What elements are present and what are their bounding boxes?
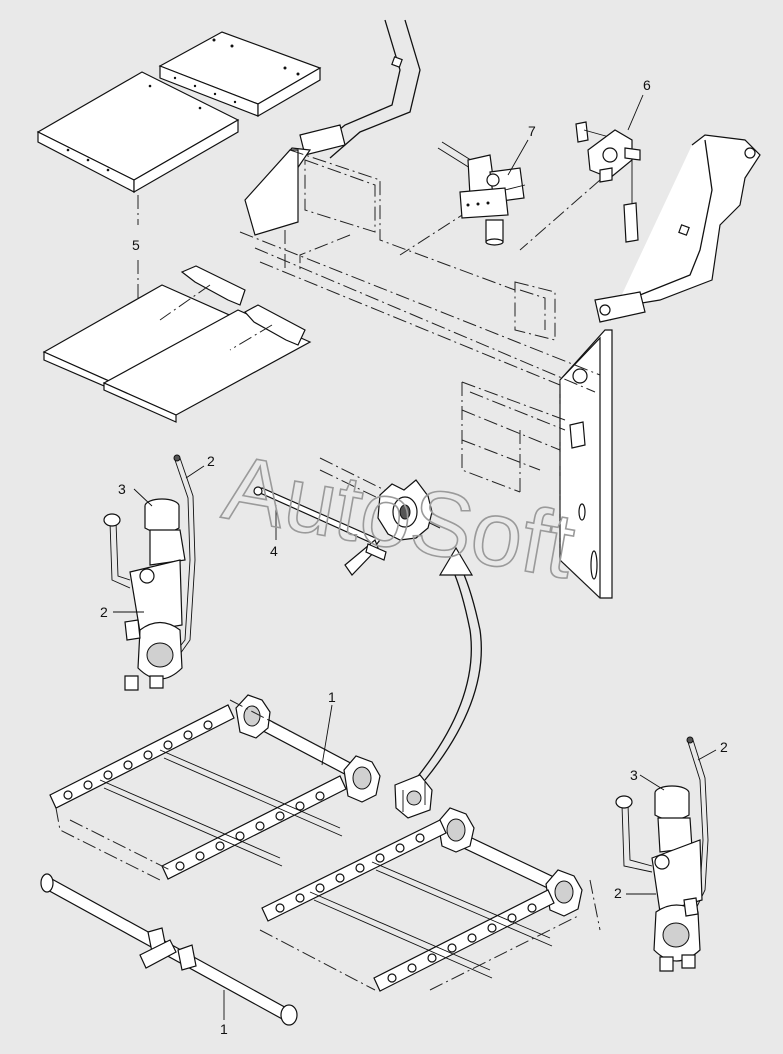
callout-2-right-top: 2: [720, 739, 728, 755]
hydraulic-motor-right: [615, 736, 709, 972]
callout-2-left-mid: 2: [100, 604, 108, 620]
callout-3-left: 3: [118, 481, 126, 497]
assembly-arrow: [414, 546, 482, 781]
callout-7: 7: [528, 123, 536, 139]
callout-1-top: 1: [328, 689, 336, 705]
chain-lower: [161, 775, 347, 880]
callout-4: 4: [270, 543, 278, 559]
loose-shaft: [40, 873, 298, 1026]
panel-holes: [173, 38, 300, 104]
chain-upper-right: [261, 819, 447, 922]
valve-assembly-7: [437, 141, 526, 246]
leader-lines: [113, 94, 717, 1020]
chain-upper: [49, 704, 235, 809]
chain-lower-right: [373, 889, 555, 992]
chain-assembly-left: [49, 694, 381, 881]
drive-shaft-4: [253, 457, 446, 576]
panel-set-5: [36, 31, 322, 423]
sensor-assembly-6: [575, 121, 641, 243]
callout-6: 6: [643, 77, 651, 93]
watermark-text: AutoSoft: [217, 436, 582, 598]
chain-assembly-right: [259, 807, 601, 992]
callout-3-right: 3: [630, 767, 638, 783]
callout-1-bottom: 1: [220, 1021, 228, 1037]
callout-2-right-mid: 2: [614, 885, 622, 901]
callout-2-left-top: 2: [207, 453, 215, 469]
hydraulic-motor-left: [103, 454, 196, 691]
callout-5: 5: [132, 237, 140, 253]
split-coupling: [394, 774, 433, 819]
callout-numbers: 5 6 7 3 2 2 4 1 1 3 2 2: [100, 77, 728, 1037]
header-frame: [239, 19, 761, 599]
